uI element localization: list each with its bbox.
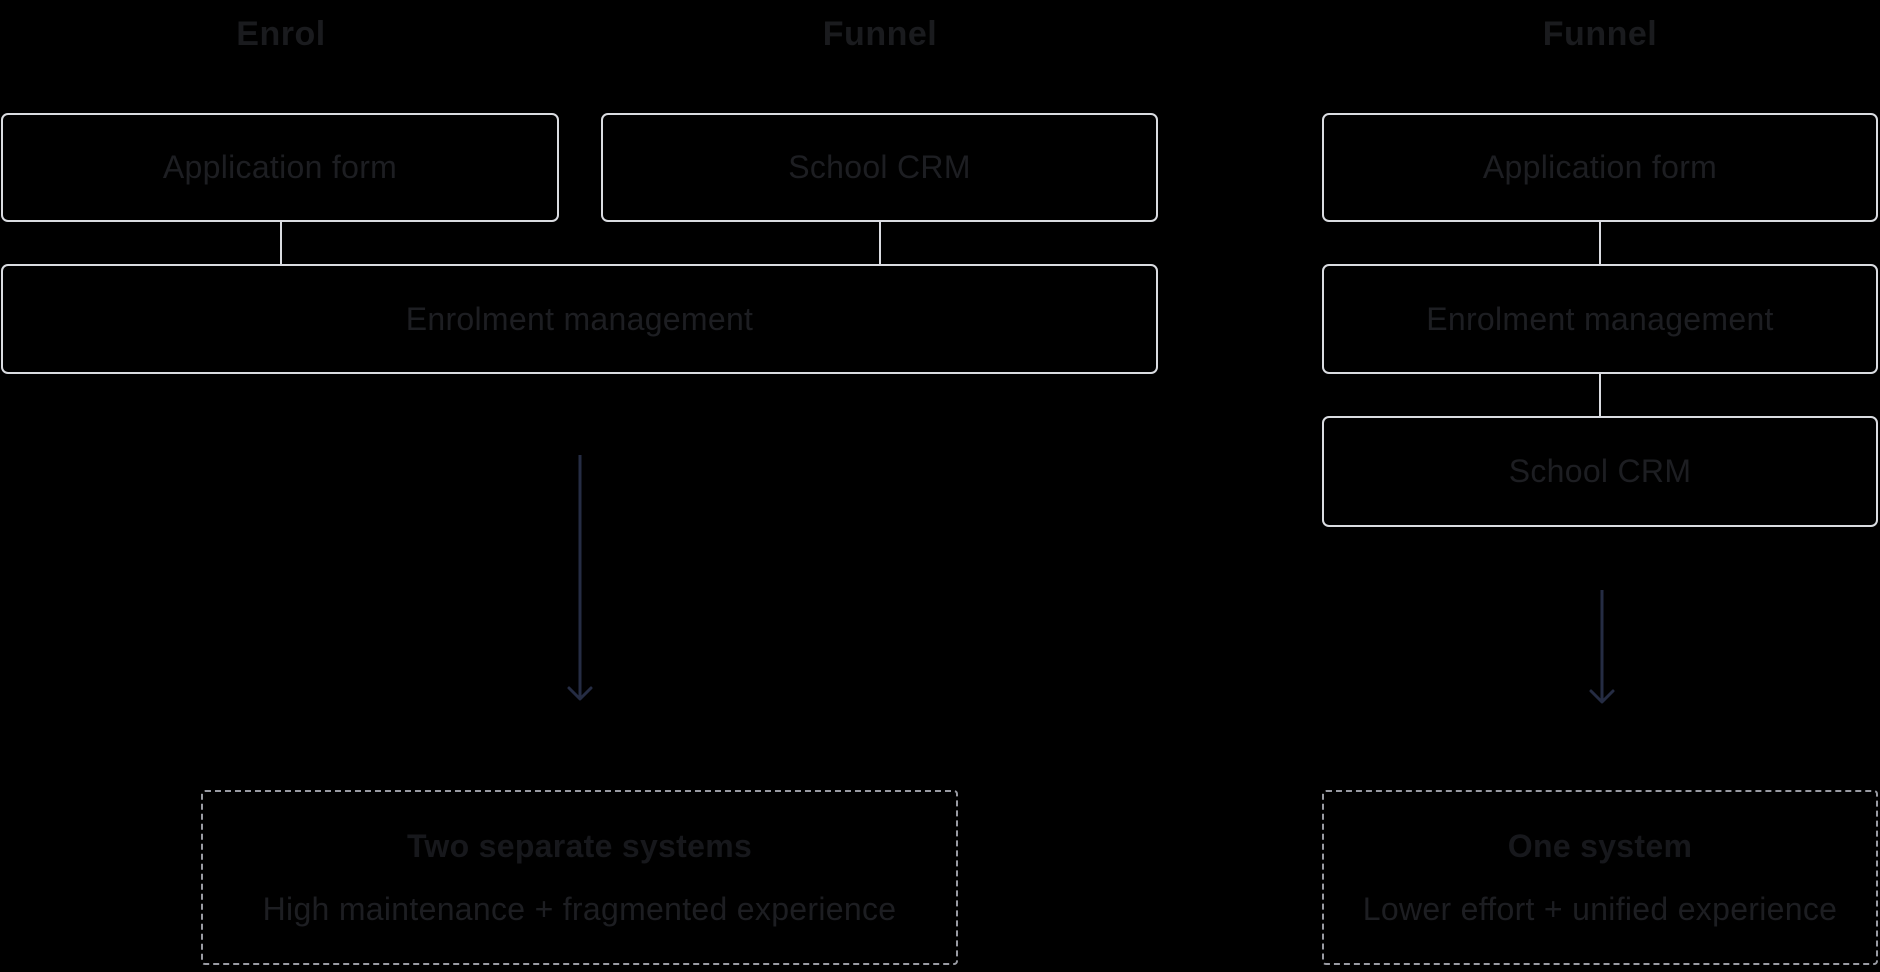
box-enrolment-management-right: Enrolment management	[1322, 264, 1878, 374]
box-label: Enrolment management	[405, 300, 754, 337]
connector-line	[280, 222, 282, 264]
connector-line	[1599, 222, 1601, 264]
box-label: Enrolment management	[1426, 300, 1774, 337]
down-arrow-icon	[1589, 590, 1615, 704]
connector-line	[1599, 374, 1601, 416]
box-enrolment-management-left: Enrolment management	[1, 264, 1158, 374]
left-column-title-enrol: Enrol	[236, 14, 326, 53]
box-label: School CRM	[1508, 453, 1692, 489]
left-column-title-funnel: Funnel	[822, 14, 938, 53]
result-subtitle: High maintenance + fragmented experience	[262, 890, 897, 927]
result-box-one-system: One system Lower effort + unified experi…	[1322, 790, 1878, 965]
result-title: Two separate systems	[406, 827, 753, 864]
box-label: School CRM	[788, 149, 971, 185]
box-label: Application form	[162, 149, 398, 185]
box-school-crm-right: School CRM	[1322, 416, 1878, 527]
box-application-form-right: Application form	[1322, 113, 1878, 222]
connector-line	[879, 222, 881, 264]
box-application-form-left: Application form	[1, 113, 559, 222]
result-title: One system	[1507, 827, 1693, 864]
box-school-crm-left: School CRM	[601, 113, 1158, 222]
right-column-title-funnel: Funnel	[1542, 14, 1658, 53]
result-box-two-systems: Two separate systems High maintenance + …	[201, 790, 958, 965]
down-arrow-icon	[567, 455, 593, 701]
box-label: Application form	[1482, 149, 1718, 185]
result-subtitle: Lower effort + unified experience	[1362, 890, 1838, 927]
